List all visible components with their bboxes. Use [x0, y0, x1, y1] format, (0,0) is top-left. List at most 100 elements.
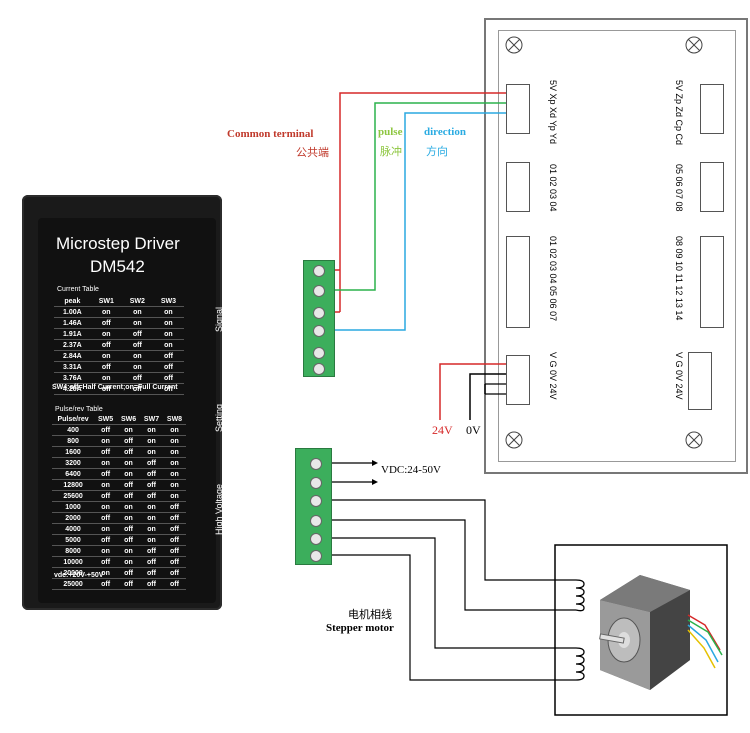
pulse-table-cell: on — [101, 437, 110, 445]
conn-label-l3: 01 02 03 04 05 06 07 — [548, 236, 558, 322]
high-voltage-label: High Voltage — [214, 483, 224, 535]
conn-label-r2: 05 06 07 08 — [674, 164, 684, 212]
current-table-cell: off — [163, 374, 173, 382]
terminal-screw — [310, 458, 322, 470]
pulse-table-cell: off — [170, 514, 179, 522]
stepper-motor-image — [599, 575, 723, 690]
pulse-table-row: 800 on off on on — [52, 436, 186, 447]
pulse-table-cell: off — [101, 580, 111, 588]
vdc-note: vdc:+20V-+50V — [54, 572, 104, 579]
wire-a-plus — [330, 554, 576, 681]
conn-label-r4: V G 0V 24V — [674, 352, 684, 400]
dip-switch-label: SW8 — [259, 383, 277, 392]
hv-pin-label: GND — [242, 462, 260, 471]
signal-pin-label: PUL+ — [236, 266, 257, 275]
direction-label: direction — [424, 126, 466, 138]
current-table-cell: off — [132, 385, 142, 393]
wire-b-plus — [330, 519, 576, 611]
current-table-header: peak — [64, 297, 81, 305]
pulse-table-cell: off — [147, 459, 156, 467]
pulse-table-cell: 800 — [67, 437, 79, 445]
pulse-table-cell: on — [147, 525, 156, 533]
pulse-table-cell: 1600 — [65, 448, 81, 456]
current-table-cell: 2.37A — [63, 341, 82, 349]
wire-a-minus — [330, 537, 576, 649]
common-terminal-label: Common terminal — [227, 128, 314, 140]
pulse-table-cell: off — [101, 558, 111, 566]
connector-outputs-1 — [700, 162, 724, 212]
connector-inputs-2 — [506, 236, 530, 328]
terminal-screw — [310, 495, 322, 507]
pulse-table-cell: on — [170, 481, 179, 489]
connector-power — [506, 355, 530, 405]
pulse-table-cell: on — [101, 503, 110, 511]
pulse-label: pulse — [378, 126, 403, 138]
pulse-table-cell: off — [124, 525, 134, 533]
driver-face-panel — [38, 218, 216, 603]
pulse-table-cell: off — [101, 426, 111, 434]
connector-inputs-1 — [506, 162, 530, 212]
current-table-cell: off — [163, 352, 173, 360]
current-table-header: SW1 — [98, 297, 114, 305]
pulse-table-cell: on — [147, 437, 156, 445]
conn-label-r1: 5V Zp Zd Cp Cd — [674, 80, 684, 146]
conn-label-l2: 01 02 03 04 — [548, 164, 558, 212]
pulse-table-cell: off — [147, 580, 156, 588]
pulse-table-cell: 5000 — [65, 536, 81, 544]
current-table-header: SW2 — [129, 297, 145, 305]
current-table-cell: on — [133, 308, 142, 316]
wire-pulse — [333, 102, 516, 291]
coil-a — [575, 647, 585, 681]
pulse-table-cell: off — [170, 525, 179, 533]
current-table-cell: 3.31A — [63, 363, 82, 371]
coil-b — [575, 579, 585, 612]
current-table-cell: off — [101, 341, 111, 349]
pulse-table-cell: 25000 — [63, 580, 83, 588]
current-table-cell: on — [102, 374, 111, 382]
dip-switch-label: SW6 — [259, 401, 277, 410]
pulse-table-cell: on — [170, 437, 179, 445]
current-table-cell: on — [133, 363, 142, 371]
pulse-table-cell: off — [170, 536, 179, 544]
current-table-header: SW3 — [160, 297, 177, 305]
pulse-table-cell: off — [147, 547, 156, 555]
sw4-note: SW4:off=Half Current;on=Full Current — [52, 384, 178, 391]
current-table-cell: on — [133, 319, 142, 327]
pulse-label-cn: 脉冲 — [380, 146, 402, 158]
current-table-cell: off — [163, 363, 173, 371]
signal-pin-label: ENA+ — [236, 344, 258, 353]
pulse-table-cell: on — [101, 569, 110, 577]
pulse-table-cell: off — [124, 437, 134, 445]
wire-24v — [439, 363, 516, 420]
pulse-table-cell: 3200 — [65, 459, 81, 467]
pulse-table-cell: on — [101, 525, 110, 533]
current-table-cell: off — [132, 341, 142, 349]
terminal-screw — [310, 515, 322, 527]
wire-b-minus — [330, 499, 576, 581]
pulse-table-cell: off — [124, 448, 134, 456]
current-table-cell: 1.00A — [63, 308, 82, 316]
connector-power-right — [688, 352, 712, 410]
pulse-table-header: SW5 — [97, 415, 114, 423]
dip-switch-label: SW2 — [259, 437, 277, 446]
terminal-screw — [310, 550, 322, 562]
current-table-cell: on — [133, 352, 142, 360]
current-table-cell: on — [102, 308, 111, 316]
pulse-table-cell: 20000 — [63, 569, 83, 577]
pulse-table-cell: off — [170, 569, 179, 577]
hv-pin-label: B- — [242, 497, 250, 506]
current-table-cell: on — [164, 330, 173, 338]
driver-model: DM542 — [90, 257, 145, 276]
